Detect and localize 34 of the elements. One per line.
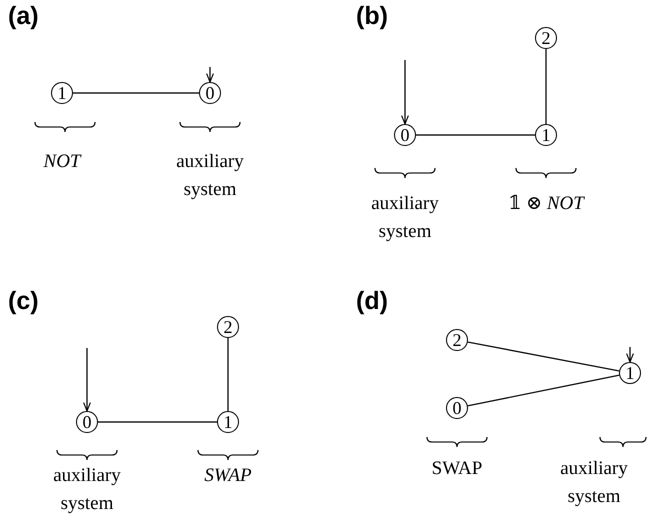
panel-label: (c)	[8, 287, 39, 316]
caption-text: NOT	[42, 150, 82, 174]
caption-text: auxiliary system	[175, 150, 245, 202]
circle-node: 0	[199, 82, 221, 104]
circle-node: 1	[619, 362, 641, 384]
caption-text: SWAP	[203, 464, 253, 488]
arrow	[206, 67, 214, 83]
arrow	[401, 60, 409, 125]
caption-text: auxiliary system	[52, 464, 122, 516]
panel-label: (b)	[356, 2, 388, 31]
connector-line	[416, 134, 535, 136]
connector-line	[545, 49, 547, 124]
caption-text: SWAP	[430, 457, 484, 481]
circle-node: 1	[535, 124, 557, 146]
caption-text: auxiliary system	[559, 457, 629, 509]
circle-node: 2	[217, 316, 239, 338]
caption-text: auxiliary system	[370, 192, 440, 244]
circle-node: 0	[76, 411, 98, 433]
circle-node: 1	[51, 82, 73, 104]
circle-node: 0	[394, 124, 416, 146]
connector-line	[73, 92, 199, 94]
panel-label: (d)	[356, 287, 388, 316]
circle-node: 1	[217, 411, 239, 433]
circle-node: 0	[446, 397, 468, 419]
connector-line	[227, 338, 229, 411]
panel-label: (a)	[8, 2, 39, 31]
arrow	[626, 347, 634, 363]
caption-text: 𝟙 ⊗ NOT	[507, 192, 586, 216]
arrow	[83, 348, 91, 412]
circle-node: 2	[446, 329, 468, 351]
connector-line	[468, 341, 620, 372]
circle-node: 2	[535, 27, 557, 49]
connector-line	[468, 374, 620, 406]
connector-line	[98, 421, 217, 423]
